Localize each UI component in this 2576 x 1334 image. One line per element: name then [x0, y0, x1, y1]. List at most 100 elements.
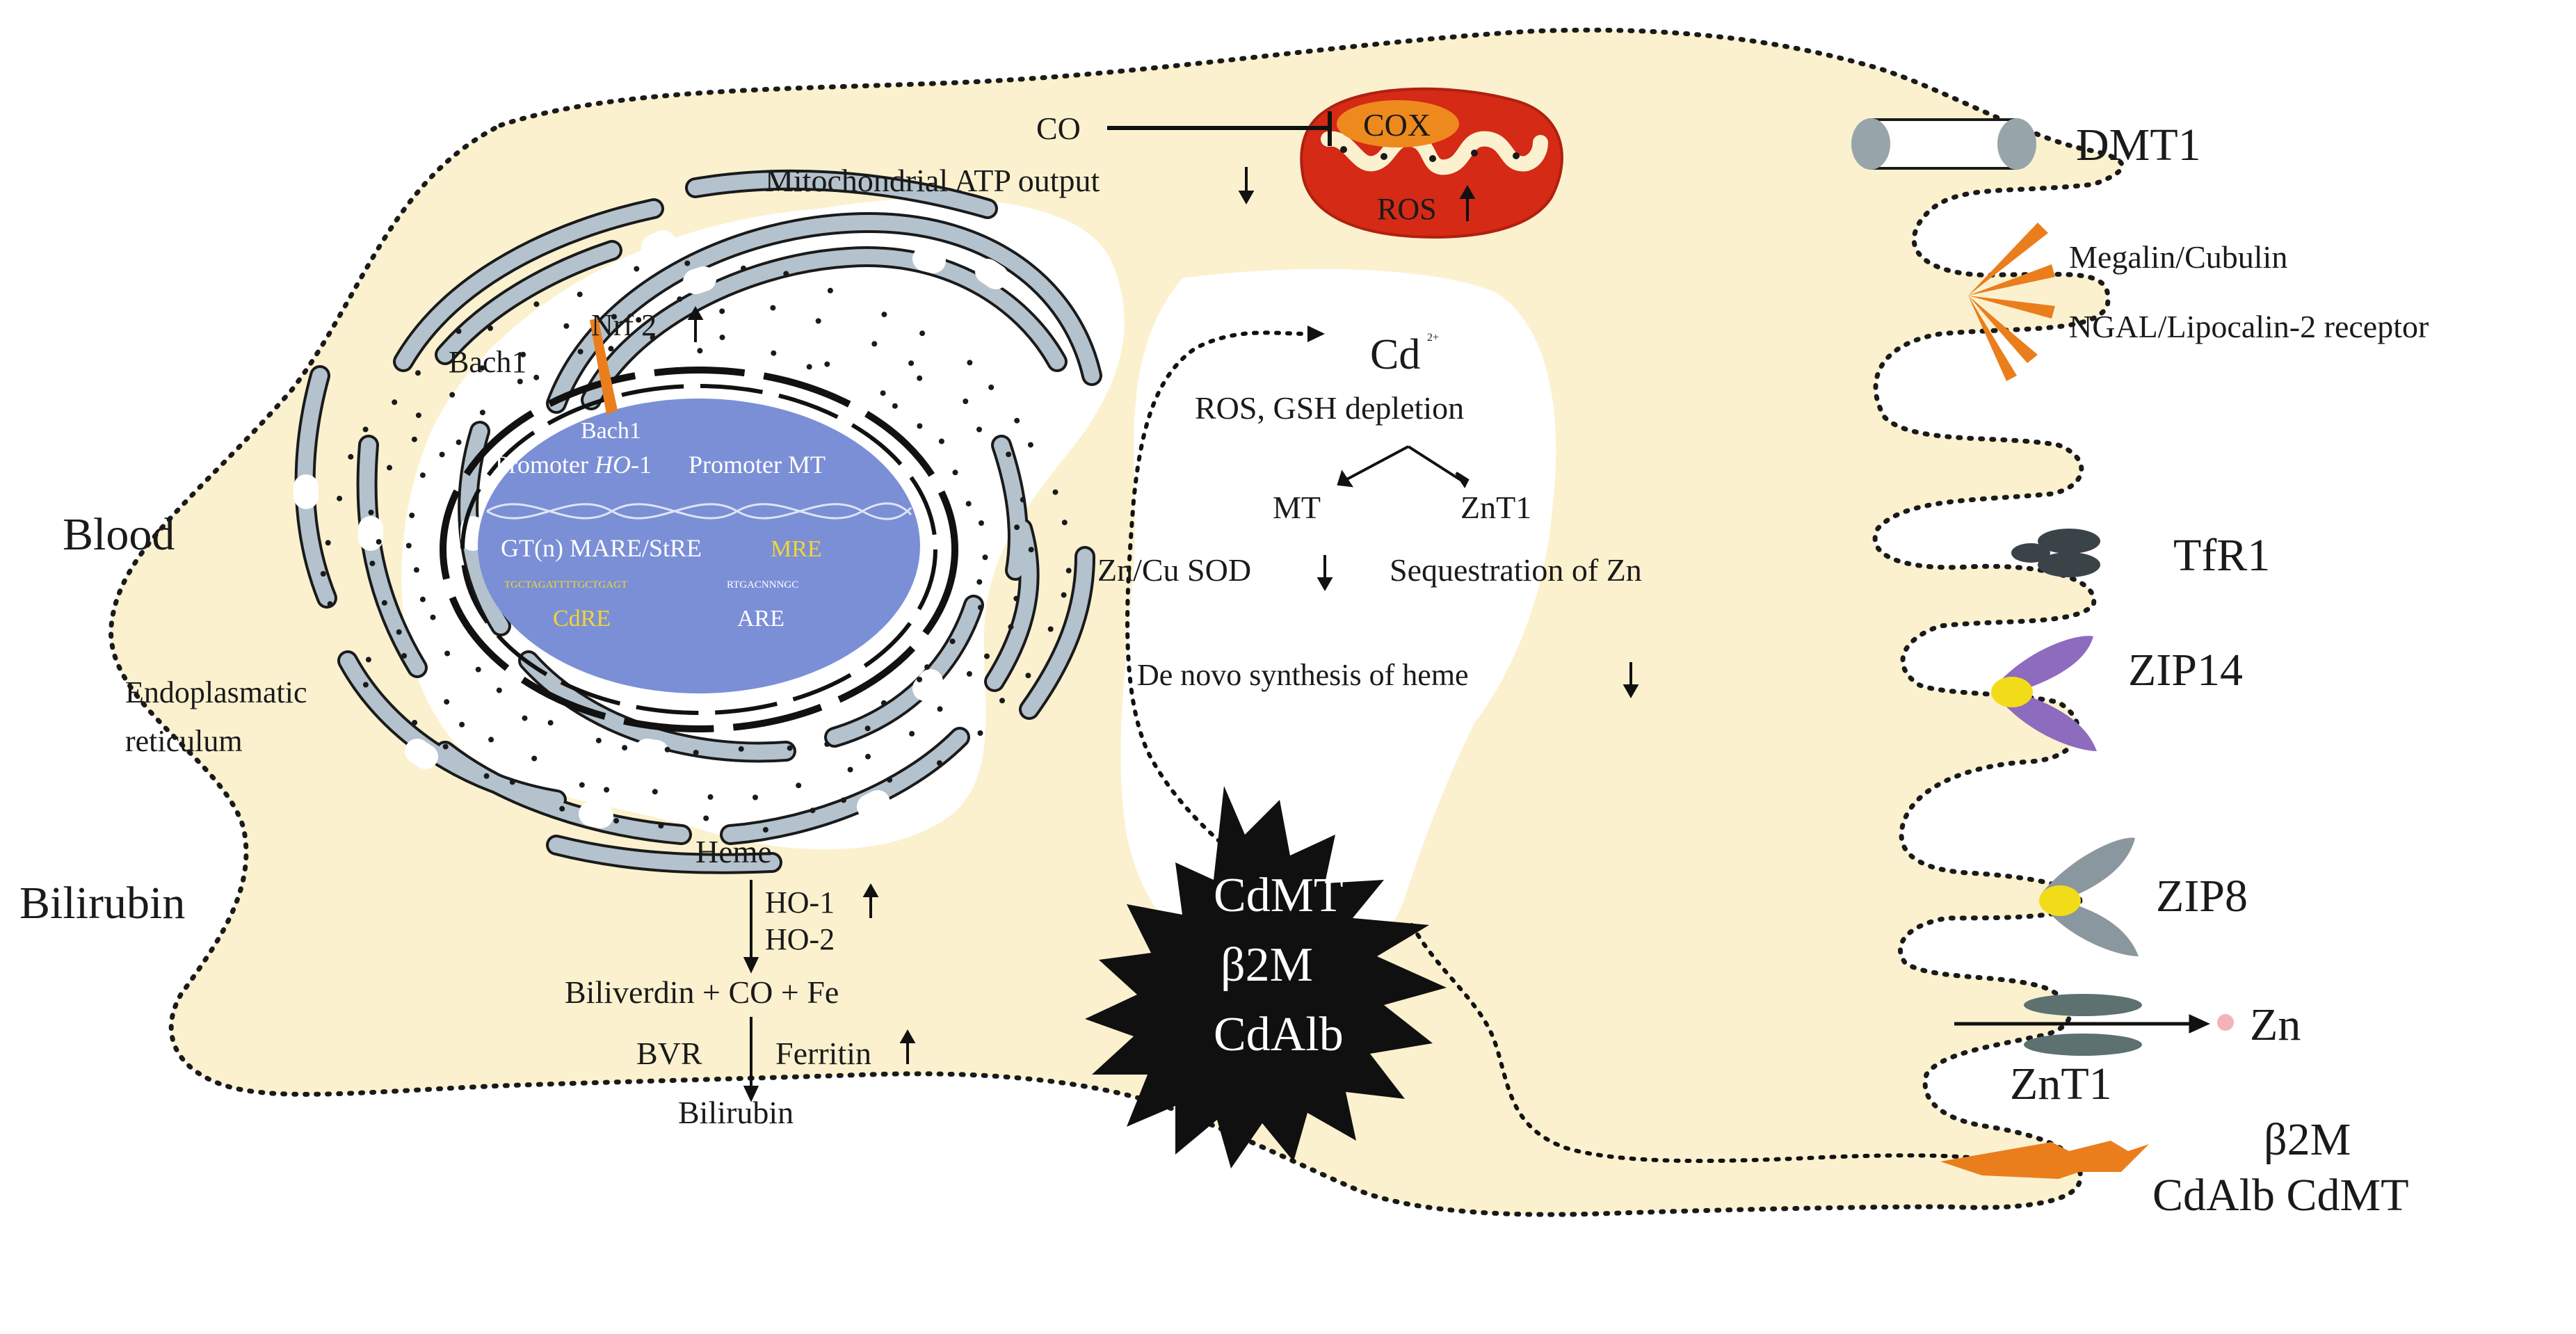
gt-marf-stre: GT(n) MARE/StRE — [501, 534, 702, 562]
nuclear-envelope-inner — [460, 384, 937, 715]
ribosome-dot — [658, 823, 664, 829]
ribosome-dot — [824, 741, 830, 747]
ribosome-dot — [762, 827, 768, 833]
ribosome-dot — [456, 328, 462, 335]
ribosome-dot — [979, 520, 984, 527]
ribosome-dot — [533, 301, 540, 307]
ferritin-up-arrow — [899, 1029, 916, 1064]
ribosome-dot — [365, 657, 371, 663]
nuclear-envelope-outer — [440, 367, 958, 732]
er-label-line2: reticulum — [125, 724, 243, 758]
ribosome-dot — [608, 346, 614, 352]
ribosome-dot — [604, 787, 610, 793]
b2m-right-label: β2M — [2264, 1114, 2351, 1165]
ros-up-arrow — [1459, 184, 1476, 221]
znt1-right-label: ZnT1 — [2010, 1059, 2112, 1109]
mt-label: MT — [1273, 490, 1321, 525]
ribosome-dot — [520, 351, 526, 357]
ribosome-dot — [411, 436, 417, 442]
mitochondrion — [1300, 87, 1563, 239]
ribosome-dot — [579, 782, 585, 788]
bvr-label: BVR — [636, 1036, 702, 1071]
ribosome-dot — [622, 745, 628, 751]
ribosome-dot — [483, 773, 490, 779]
ribosome-dot — [770, 305, 776, 311]
ribosome-dot — [392, 399, 398, 405]
ribosome-dot — [531, 755, 538, 762]
ribosome-dot — [595, 737, 602, 744]
ribosome-dot — [381, 600, 387, 606]
ribosome-dot — [1008, 624, 1014, 630]
cd-path-arrowhead — [1307, 326, 1325, 342]
ribosome-dot — [988, 384, 995, 390]
nrf2-label: Nrf 2 — [591, 308, 657, 342]
ros-mito-label: ROS — [1377, 192, 1437, 226]
ribosome-dot — [752, 794, 758, 801]
cox-label: COX — [1363, 107, 1431, 143]
ngal-label: NGAL/Lipocalin-2 receptor — [2069, 309, 2429, 344]
ribosome-dot — [952, 469, 958, 476]
ribosome-dot — [456, 439, 462, 445]
ribosome-dot — [1013, 595, 1020, 602]
ribosome-dot — [413, 567, 419, 573]
ribosome-dot — [362, 426, 369, 433]
ribosome-dot — [439, 451, 445, 458]
ribosome-dot — [871, 341, 878, 347]
ribosome-dot — [368, 509, 374, 515]
ribosome-dot — [1061, 520, 1068, 526]
ribosome-dot — [475, 666, 481, 673]
ribosome-dot — [320, 571, 326, 577]
ribosome-dot — [412, 720, 418, 725]
ribosome-dot — [796, 782, 802, 789]
nrf2-arrow-shape — [590, 319, 618, 415]
ribosome-dot — [936, 760, 942, 766]
ribosome-dot — [387, 465, 392, 471]
ribosome-dot — [917, 423, 923, 429]
ribosome-dot — [847, 766, 853, 773]
cdalb-cdmt-label: CdAlb CdMT — [2152, 1170, 2409, 1221]
ribosome-dot — [881, 312, 887, 318]
ribosome-dot — [1014, 524, 1020, 531]
ho1-up-arrow — [862, 883, 879, 918]
ribosome-dot — [806, 364, 812, 370]
ribosome-dot — [488, 737, 494, 743]
ribosome-dot — [559, 805, 565, 812]
ribosome-dot — [650, 335, 656, 341]
mito-atp-label: Mitochondrial ATP output — [765, 163, 1100, 198]
ribosome-dot — [509, 779, 515, 785]
heme-synth-down-arrow — [1623, 662, 1639, 699]
ribosome-dot — [864, 725, 871, 732]
ferritin-label: Ferritin — [775, 1036, 871, 1071]
dmt1-label: DMT1 — [2076, 120, 2201, 170]
ribosome-dot — [917, 375, 923, 381]
co-inhibition-line — [1107, 111, 1332, 146]
ribosome-dot — [741, 265, 746, 271]
ribosome-dot — [1028, 547, 1034, 553]
ribosome-dot — [459, 721, 465, 728]
ribosome-dot — [577, 348, 583, 355]
ribosome-dot — [978, 604, 983, 611]
ribosome-dot — [1006, 451, 1012, 458]
ribosome-dot — [908, 360, 915, 367]
ribosome-dot — [1014, 417, 1020, 424]
znt1-transporter — [2024, 994, 2142, 1056]
ribosome-dot — [479, 365, 485, 371]
mre-element: MRE — [771, 536, 822, 562]
ribosomes — [320, 260, 1072, 833]
ribosome-dot — [771, 350, 777, 356]
ribosome-dot — [396, 629, 402, 635]
cox-complex — [1337, 100, 1459, 147]
ho2-label: HO-2 — [765, 922, 835, 956]
ribosome-dot — [611, 314, 617, 320]
ribosome-dot — [707, 794, 714, 800]
ribosome-dot — [1027, 442, 1033, 448]
ribosome-dot — [810, 807, 816, 814]
ribosome-dot — [479, 410, 485, 416]
ribosome-dot — [892, 403, 898, 409]
ribosome-dot — [1025, 673, 1031, 679]
ribosome-dot — [815, 318, 821, 324]
dmt1-transporter — [1851, 118, 2036, 170]
ribosome-dot — [827, 287, 833, 294]
zip8-transporter — [2039, 837, 2139, 956]
